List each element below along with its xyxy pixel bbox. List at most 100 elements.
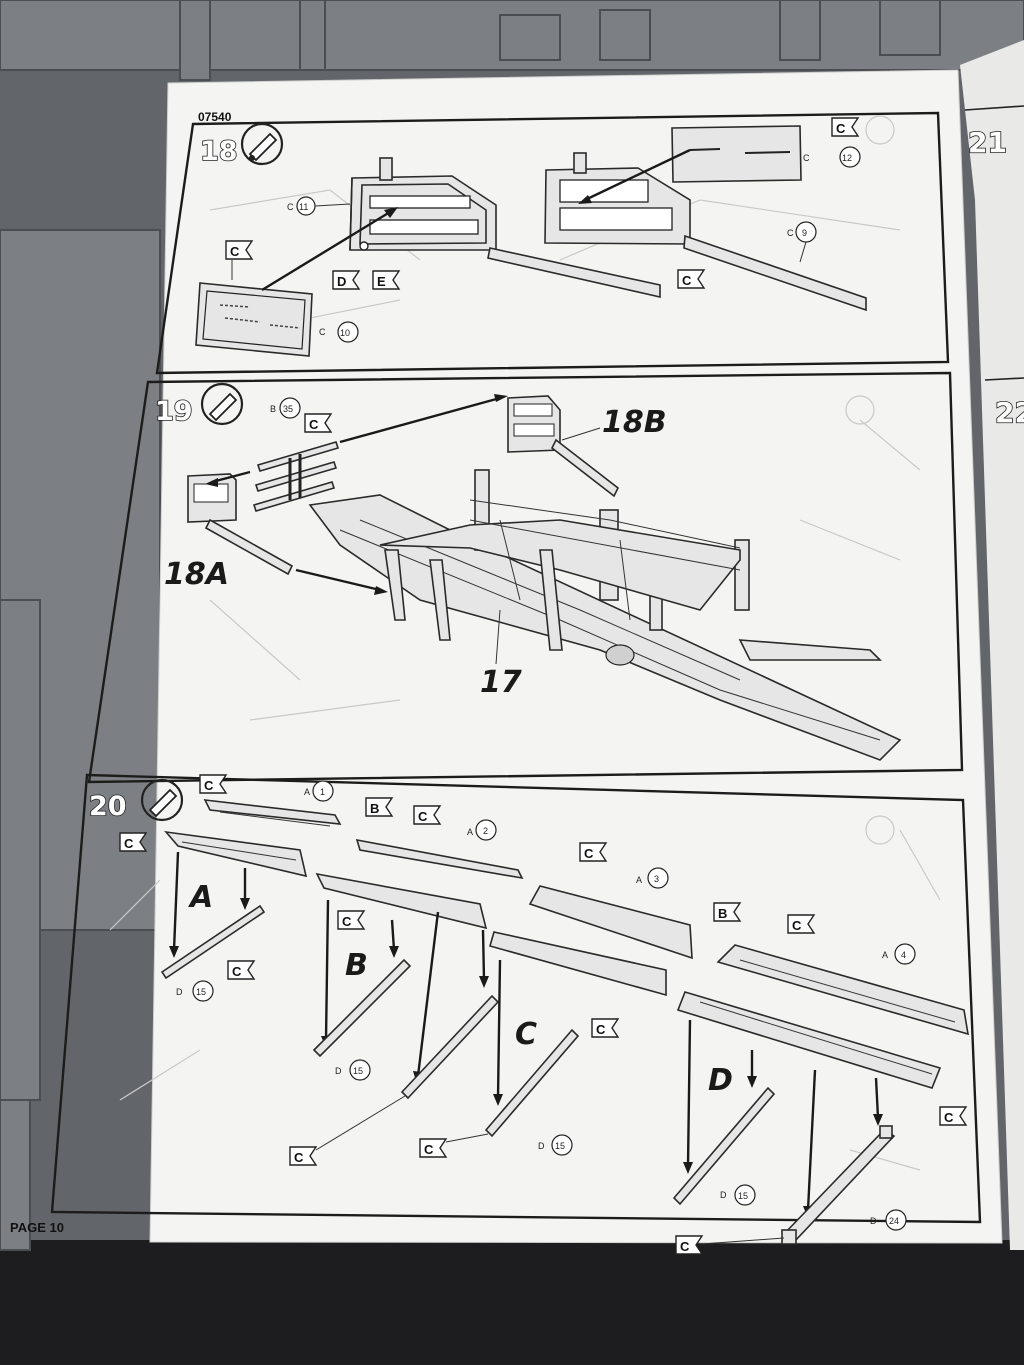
svg-text:C: C [792, 918, 802, 933]
glue-tube-icon [240, 122, 284, 166]
svg-text:C: C [309, 417, 319, 432]
page-number-label: PAGE 10 [10, 1220, 64, 1235]
paint-flag: C [227, 960, 256, 980]
panel-part-c10 [195, 282, 313, 357]
svg-text:C: C [124, 836, 134, 851]
paint-flag: C [289, 1095, 406, 1166]
svg-text:C: C [596, 1022, 606, 1037]
part-source-c11: C [287, 202, 294, 212]
part-number-12: 12 [842, 153, 852, 163]
frame-part-c9 [544, 152, 867, 312]
paint-flag: C [304, 413, 333, 433]
bleed-through-lines [209, 395, 921, 721]
adjacent-step-22: 22 [995, 396, 1024, 429]
svg-text:C: C [424, 1142, 434, 1157]
rack-assembly-18a [187, 473, 294, 576]
part-number-35: 35 [283, 404, 293, 414]
paint-flag: C [591, 1018, 620, 1038]
adjacent-page: 21 22 [960, 40, 1024, 1250]
svg-text:D: D [337, 274, 346, 289]
panel-part-c12 [671, 125, 802, 183]
paint-flag: C [677, 269, 706, 289]
callout-18b: 18B [602, 405, 667, 440]
paint-flag: B [713, 902, 742, 922]
step-18-panel: 18 [155, 111, 950, 375]
step-number-18: 18 [200, 136, 238, 167]
svg-text:C: C [944, 1110, 954, 1125]
part-number-15: 15 [353, 1066, 363, 1076]
trailer-body-17 [308, 469, 902, 761]
step-19-panel: 19 B 35 C 18B [87, 371, 964, 784]
bleed-through-lines [109, 815, 941, 1171]
part-source-b35: B [270, 404, 276, 414]
paint-flag: D [332, 270, 361, 290]
document-code: 07540 [198, 110, 232, 124]
svg-text:E: E [377, 274, 386, 289]
paint-flag: C [831, 117, 860, 137]
part-number-2: 2 [483, 826, 488, 836]
adjacent-step-21: 21 [968, 126, 1007, 159]
part-number-1: 1 [320, 787, 325, 797]
part-number-3: 3 [654, 874, 659, 884]
svg-text:C: C [584, 846, 594, 861]
part-source-c10: C [319, 327, 326, 337]
svg-text:C: C [680, 1239, 690, 1254]
paint-flag: B [365, 797, 394, 817]
rack-assembly-18b [507, 395, 620, 498]
axle-part-d15 [160, 904, 266, 980]
part-source-d15: D [538, 1141, 545, 1151]
part-source-c9: C [787, 228, 794, 238]
part-number-15: 15 [738, 1191, 748, 1201]
svg-text:C: C [204, 778, 214, 793]
paint-flag: C [579, 842, 608, 862]
part-source-a1: A [304, 787, 310, 797]
paint-flag: C [225, 240, 254, 280]
step-number-19: 19 [155, 396, 193, 427]
frame-part-c11 [349, 157, 661, 299]
svg-text:B: B [718, 906, 727, 921]
part-source-d15: D [176, 987, 183, 997]
callout-17: 17 [480, 665, 522, 700]
sub-label-d: D [708, 1063, 733, 1098]
paint-flag: C [419, 1133, 489, 1158]
sub-label-b: B [345, 948, 368, 983]
part-number-15: 15 [555, 1141, 565, 1151]
ramp-parts-a4 [676, 944, 969, 1089]
ladder-part-b35 [252, 441, 340, 512]
axle-part-d15 [672, 1086, 776, 1206]
paint-flag: C [787, 914, 816, 934]
ramp-parts-a1 [164, 799, 342, 878]
part-number-11: 11 [299, 202, 308, 212]
svg-text:C: C [294, 1150, 304, 1165]
glue-tube-icon [200, 382, 244, 426]
part-number-15: 15 [196, 987, 206, 997]
axle-part-d15 [484, 1028, 580, 1138]
svg-text:C: C [836, 121, 846, 136]
paint-flag: C [939, 1106, 968, 1126]
axle-part-d15 [312, 958, 500, 1100]
svg-text:C: C [230, 244, 240, 259]
paint-flag: C [413, 805, 442, 825]
svg-text:C: C [232, 964, 242, 979]
part-source-a3: A [636, 875, 642, 885]
svg-text:C: C [682, 273, 692, 288]
sub-label-c: C [515, 1017, 537, 1052]
step-20-panel: 20 A 1 A A 2 B [50, 773, 982, 1255]
part-number-24: 24 [889, 1216, 899, 1226]
paint-flag: C [337, 910, 366, 930]
part-source-d15: D [335, 1066, 342, 1076]
sprue-frame [0, 0, 1024, 1251]
paint-flag: E [372, 270, 401, 290]
part-number-4: 4 [901, 950, 906, 960]
svg-text:C: C [342, 914, 352, 929]
ramp-parts-a2 [315, 838, 524, 930]
part-number-10: 10 [340, 328, 350, 338]
paint-flag: C [675, 1235, 785, 1255]
part-source-a4: A [882, 950, 888, 960]
paint-flag: C [199, 774, 228, 794]
svg-text:C: C [418, 809, 428, 824]
part-source-a2: A [467, 827, 473, 837]
part-source-d15: D [720, 1190, 727, 1200]
glue-tube-icon [140, 778, 184, 822]
